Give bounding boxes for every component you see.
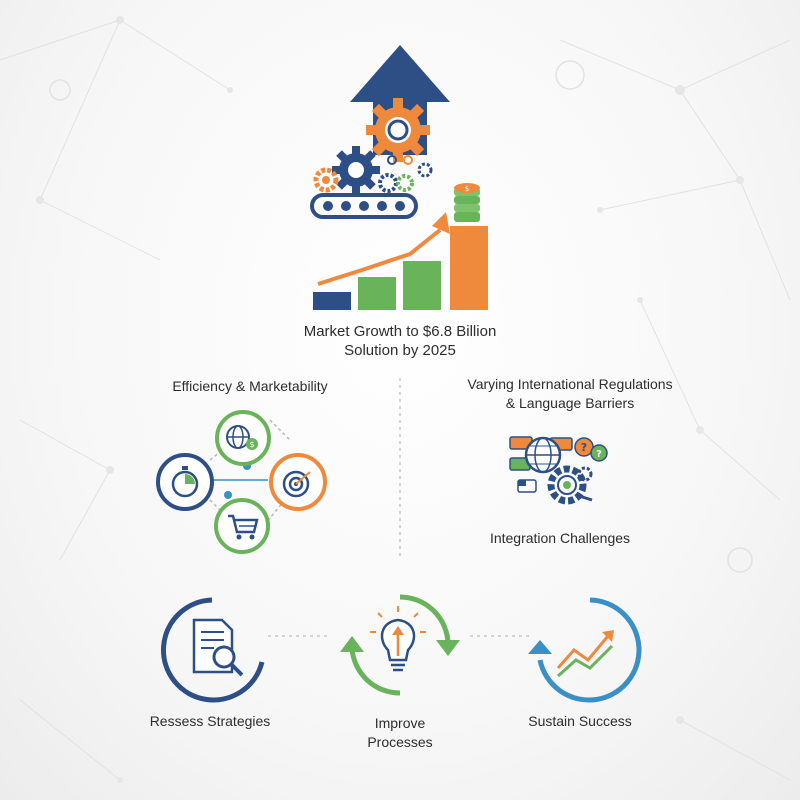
integration-label: Integration Challenges	[489, 530, 631, 546]
coin-stack-icon: $	[454, 183, 480, 222]
target-icon	[269, 453, 327, 511]
improve-line1: Improve	[374, 715, 426, 731]
gear-icon	[332, 146, 380, 194]
trend-arrow-icon	[556, 630, 614, 678]
headline-line1: Market Growth to $6.8 Billion	[303, 323, 497, 340]
regulations-line2: & Language Barriers	[505, 395, 635, 411]
gear-icon	[313, 167, 339, 193]
headline-line2: Solution by 2025	[344, 342, 456, 359]
improve-label: Improve Processes	[320, 714, 480, 752]
gear-icon	[396, 174, 414, 192]
conveyor-belt-icon	[310, 193, 418, 219]
trend-arrow-icon	[317, 212, 450, 286]
assess-label: Ressess Strategies	[149, 713, 271, 729]
gear-icon	[417, 162, 433, 178]
efficiency-label: Efficiency & Marketability	[172, 378, 328, 394]
svg-text:$: $	[465, 185, 469, 193]
improve-line2: Processes	[367, 734, 433, 750]
headline: Market Growth to $6.8 Billion Solution b…	[250, 322, 550, 360]
bar-chart-icon	[313, 226, 488, 310]
sustain-label: Sustain Success	[528, 713, 632, 729]
svg-text:?: ?	[596, 449, 602, 460]
globe-dollar-icon: $	[215, 410, 271, 466]
stopwatch-icon	[156, 453, 214, 511]
gear-icon	[547, 465, 587, 505]
flags-globe-icon	[509, 436, 573, 493]
shopping-cart-icon	[214, 498, 270, 554]
lightbulb-icon	[370, 606, 426, 672]
gear-icon	[577, 466, 593, 482]
svg-text:?: ?	[581, 441, 587, 454]
regulations-line1: Varying International Regulations	[467, 376, 673, 392]
document-search-icon	[192, 618, 244, 677]
svg-text:$: $	[249, 440, 254, 449]
question-bubble-icon: ? ?	[574, 437, 608, 462]
regulations-label: Varying International Regulations & Lang…	[420, 375, 720, 413]
gear-icon	[366, 98, 430, 162]
